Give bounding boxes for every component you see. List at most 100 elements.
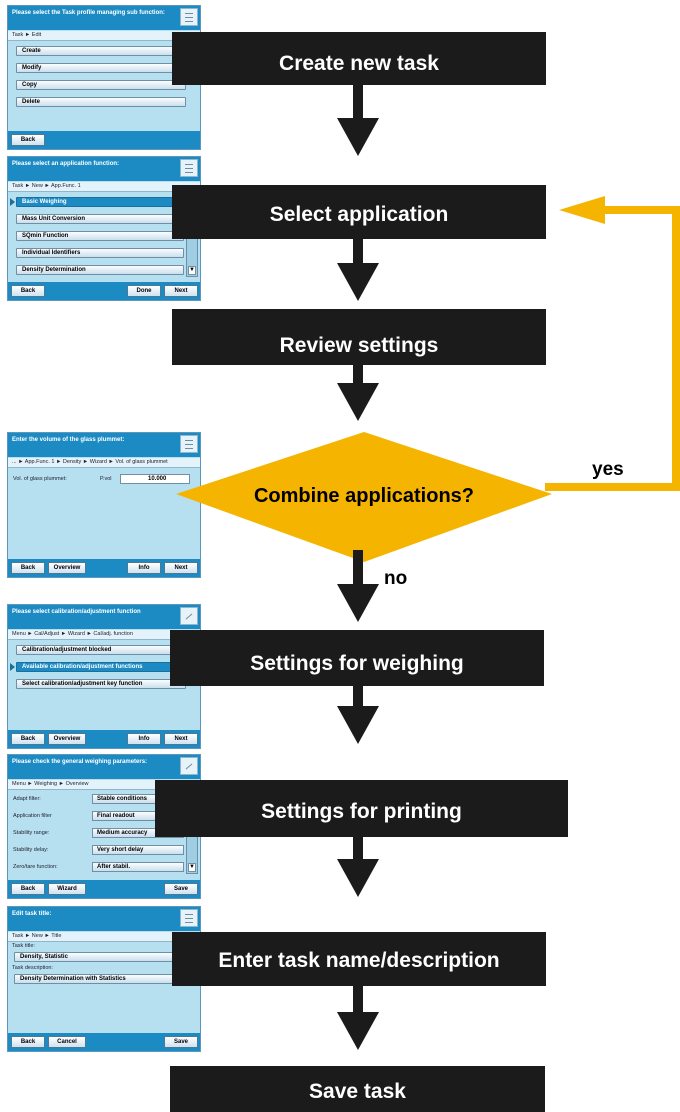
task-description-input[interactable]: Density Determination with Statistics xyxy=(14,974,186,984)
save-button[interactable]: Save xyxy=(164,1036,198,1048)
cancel-button[interactable]: Cancel xyxy=(48,1036,86,1048)
done-button[interactable]: Done xyxy=(127,285,161,297)
application-item[interactable]: Individual Identifiers xyxy=(16,248,184,258)
screen-weighing-parameters: Please check the general weighing parame… xyxy=(7,754,201,899)
back-button[interactable]: Back xyxy=(11,1036,45,1048)
flow-arrowhead-icon xyxy=(337,263,379,301)
overview-button[interactable]: Overview xyxy=(48,733,86,745)
loop-back-line-horizontal xyxy=(545,483,680,491)
task-title-label: Task title: xyxy=(12,943,35,949)
field-symbol: P.vol xyxy=(100,476,112,482)
menu-icon[interactable] xyxy=(180,8,198,26)
application-item[interactable]: SQmin Function xyxy=(16,231,184,241)
screen-task-edit: Please select the Task profile managing … xyxy=(7,5,201,150)
breadcrumb: Menu ► Weighing ► Overview xyxy=(8,780,200,790)
parameter-label: Application filter xyxy=(13,813,52,819)
application-item[interactable]: Basic Weighing xyxy=(16,197,184,207)
info-button[interactable]: Info xyxy=(127,733,161,745)
menu-icon[interactable] xyxy=(180,159,198,177)
flow-step-printing: Settings for printing xyxy=(155,780,568,837)
selection-pointer-icon xyxy=(10,198,15,206)
parameter-value[interactable]: After stabil. xyxy=(92,862,184,872)
field-label: Vol. of glass plummet: xyxy=(13,476,67,482)
next-button[interactable]: Next xyxy=(164,285,198,297)
next-button[interactable]: Next xyxy=(164,733,198,745)
wizard-button[interactable]: Wizard xyxy=(48,883,86,895)
no-label: no xyxy=(384,568,408,589)
selection-pointer-icon xyxy=(10,663,15,671)
button-bar: Back Wizard Save xyxy=(8,880,200,898)
back-button[interactable]: Back xyxy=(11,562,45,574)
flow-arrow-shaft xyxy=(353,239,363,265)
flow-arrow-shaft xyxy=(353,365,363,385)
flow-arrow-shaft xyxy=(353,85,363,120)
screen-title: Enter the volume of the glass plummet: xyxy=(8,433,200,457)
task-title-input[interactable]: Density, Statistic xyxy=(14,952,186,962)
loop-back-line-vertical xyxy=(672,206,680,491)
application-item[interactable]: Mass Unit Conversion xyxy=(16,214,184,224)
breadcrumb: Task ► Edit xyxy=(8,31,200,41)
screen-title: Please select the Task profile managing … xyxy=(8,6,200,30)
scroll-down-icon[interactable]: ▼ xyxy=(188,266,196,275)
flow-arrow-shaft xyxy=(353,837,363,861)
yes-label: yes xyxy=(592,459,624,480)
field-value: 10.000 xyxy=(148,476,167,482)
back-button[interactable]: Back xyxy=(11,733,45,745)
breadcrumb: Task ► New ► App.Func. 1 xyxy=(8,182,200,192)
back-button[interactable]: Back xyxy=(11,883,45,895)
screen-title: Please select an application function: xyxy=(8,157,200,181)
calibration-item[interactable]: Calibration/adjustment blocked xyxy=(16,645,186,655)
wrench-icon[interactable] xyxy=(180,757,198,775)
screen-select-application: Please select an application function: T… xyxy=(7,156,201,301)
info-button[interactable]: Info xyxy=(127,562,161,574)
scroll-down-icon[interactable]: ▼ xyxy=(188,863,196,872)
next-button[interactable]: Next xyxy=(164,562,198,574)
button-bar: Back Cancel Save xyxy=(8,1033,200,1051)
flow-step-save: Save task xyxy=(170,1066,545,1112)
wrench-icon[interactable] xyxy=(180,607,198,625)
screen-calibration: Please select calibration/adjustment fun… xyxy=(7,604,201,749)
plummet-volume-input[interactable]: 10.000 xyxy=(120,474,190,484)
application-item[interactable]: Density Determination xyxy=(16,265,184,275)
flow-arrow-shaft xyxy=(353,986,363,1014)
flow-arrowhead-icon xyxy=(337,859,379,897)
menu-icon[interactable] xyxy=(180,435,198,453)
button-bar: Back Overview Info Next xyxy=(8,730,200,748)
breadcrumb: ... ► App.Func. 1 ► Density ► Wizard ► V… xyxy=(8,458,200,468)
button-bar: Back Overview Info Next xyxy=(8,559,200,577)
flow-step-create: Create new task xyxy=(172,32,546,85)
flow-step-select-application: Select application xyxy=(172,185,546,239)
loop-back-arrowhead-icon xyxy=(559,196,605,224)
screen-title: Edit task title: xyxy=(8,907,200,931)
delete-button[interactable]: Delete xyxy=(16,97,186,107)
calibration-item[interactable]: Select calibration/adjustment key functi… xyxy=(16,679,186,689)
back-button[interactable]: Back xyxy=(11,134,45,146)
flow-arrowhead-icon xyxy=(337,118,379,156)
flow-arrowhead-icon xyxy=(337,1012,379,1050)
save-button[interactable]: Save xyxy=(164,883,198,895)
overview-button[interactable]: Overview xyxy=(48,562,86,574)
screen-edit-task-title: Edit task title: Task ► New ► Title Task… xyxy=(7,906,201,1052)
task-description-label: Task description: xyxy=(12,965,53,971)
menu-icon[interactable] xyxy=(180,909,198,927)
button-bar: Back xyxy=(8,131,200,149)
flow-arrowhead-icon xyxy=(337,706,379,744)
flow-arrowhead-icon xyxy=(337,383,379,421)
flow-arrowhead-icon xyxy=(337,584,379,622)
button-bar: Back Done Next xyxy=(8,282,200,300)
modify-button[interactable]: Modify xyxy=(16,63,186,73)
parameter-label: Zero/tare function: xyxy=(13,864,58,870)
decision-diamond xyxy=(176,432,552,562)
screen-glass-plummet: Enter the volume of the glass plummet: .… xyxy=(7,432,201,578)
create-button[interactable]: Create xyxy=(16,46,186,56)
copy-button[interactable]: Copy xyxy=(16,80,186,90)
flow-arrow-shaft xyxy=(353,686,363,708)
calibration-item[interactable]: Available calibration/adjustment functio… xyxy=(16,662,186,672)
parameter-label: Stability delay: xyxy=(13,847,49,853)
screen-title: Please check the general weighing parame… xyxy=(8,755,200,779)
screen-title: Please select calibration/adjustment fun… xyxy=(8,605,200,629)
decision-label: Combine applications? xyxy=(253,485,475,507)
loop-back-line-top xyxy=(600,206,680,214)
parameter-value[interactable]: Very short delay xyxy=(92,845,184,855)
back-button[interactable]: Back xyxy=(11,285,45,297)
